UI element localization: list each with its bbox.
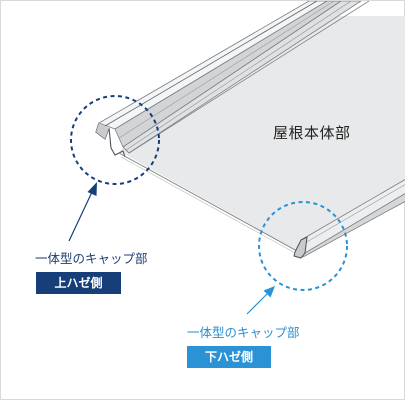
roof-body-label: 屋根本体部 [273, 124, 351, 142]
lower-side-badge: 下ハゼ側 [187, 346, 271, 368]
lower-cap-part-label: 一体型のキャップ部 [187, 325, 300, 340]
lower-cap-leader-line [246, 293, 268, 315]
panel-top-edge [128, 1, 370, 154]
lower-seam-ridge-line [304, 184, 405, 244]
upper-seam-ridge-line-2 [118, 1, 335, 139]
upper-seam-top-face [98, 1, 328, 130]
lower-cap-arrowhead [263, 286, 275, 298]
panel-front-edge-shadow [120, 156, 298, 255]
upper-cap-part-label: 一体型のキャップ部 [35, 251, 148, 266]
upper-side-badge: 上ハゼ側 [36, 272, 121, 294]
upper-cap-arrowhead [87, 182, 97, 196]
lower-cap-highlight-circle [258, 201, 348, 291]
upper-seam-step-face [122, 1, 362, 154]
upper-cap-leader-line [68, 191, 93, 242]
upper-cap-highlight-circle [70, 95, 160, 185]
upper-seam-groove-line [125, 1, 352, 151]
roof-panel-surface [119, 16, 405, 251]
upper-cap-profile-fill [96, 123, 109, 139]
upper-cap-profile [95, 122, 126, 158]
lower-cap-profile [293, 236, 308, 259]
upper-seam-inner-face [114, 1, 342, 148]
